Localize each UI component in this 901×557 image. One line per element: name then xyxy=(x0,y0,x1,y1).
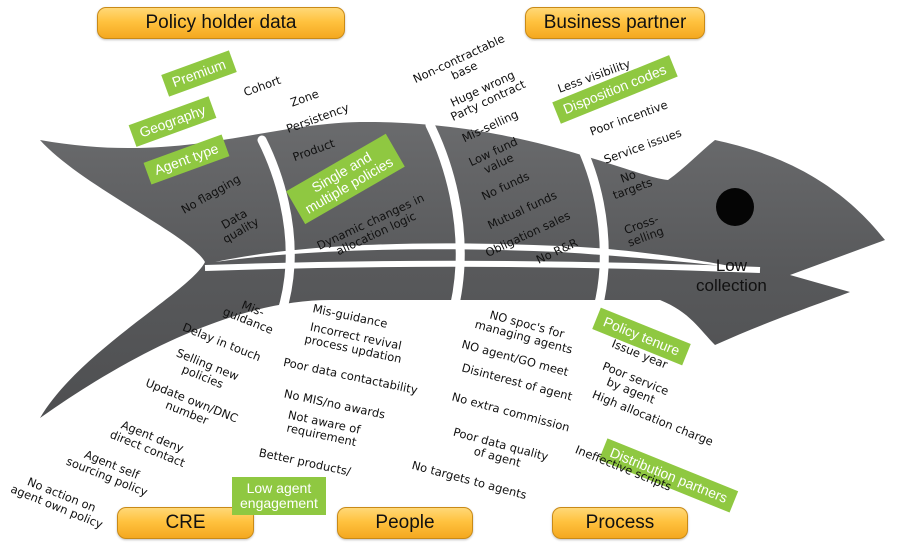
category-business-partner: Business partner xyxy=(525,7,705,39)
category-policy-holder-data: Policy holder data xyxy=(97,7,345,39)
category-cre: CRE xyxy=(117,507,254,539)
gap-upper xyxy=(215,243,740,268)
fish-eye xyxy=(716,188,754,226)
category-process: Process xyxy=(552,507,688,539)
tag-low-agent-engagement: Low agent engagement xyxy=(232,477,326,515)
spine xyxy=(204,260,761,273)
rib-3 xyxy=(573,135,609,340)
rib-1 xyxy=(255,135,295,365)
rib-2 xyxy=(425,120,465,370)
effect-label: Low collection xyxy=(696,256,767,295)
category-people: People xyxy=(337,507,473,539)
